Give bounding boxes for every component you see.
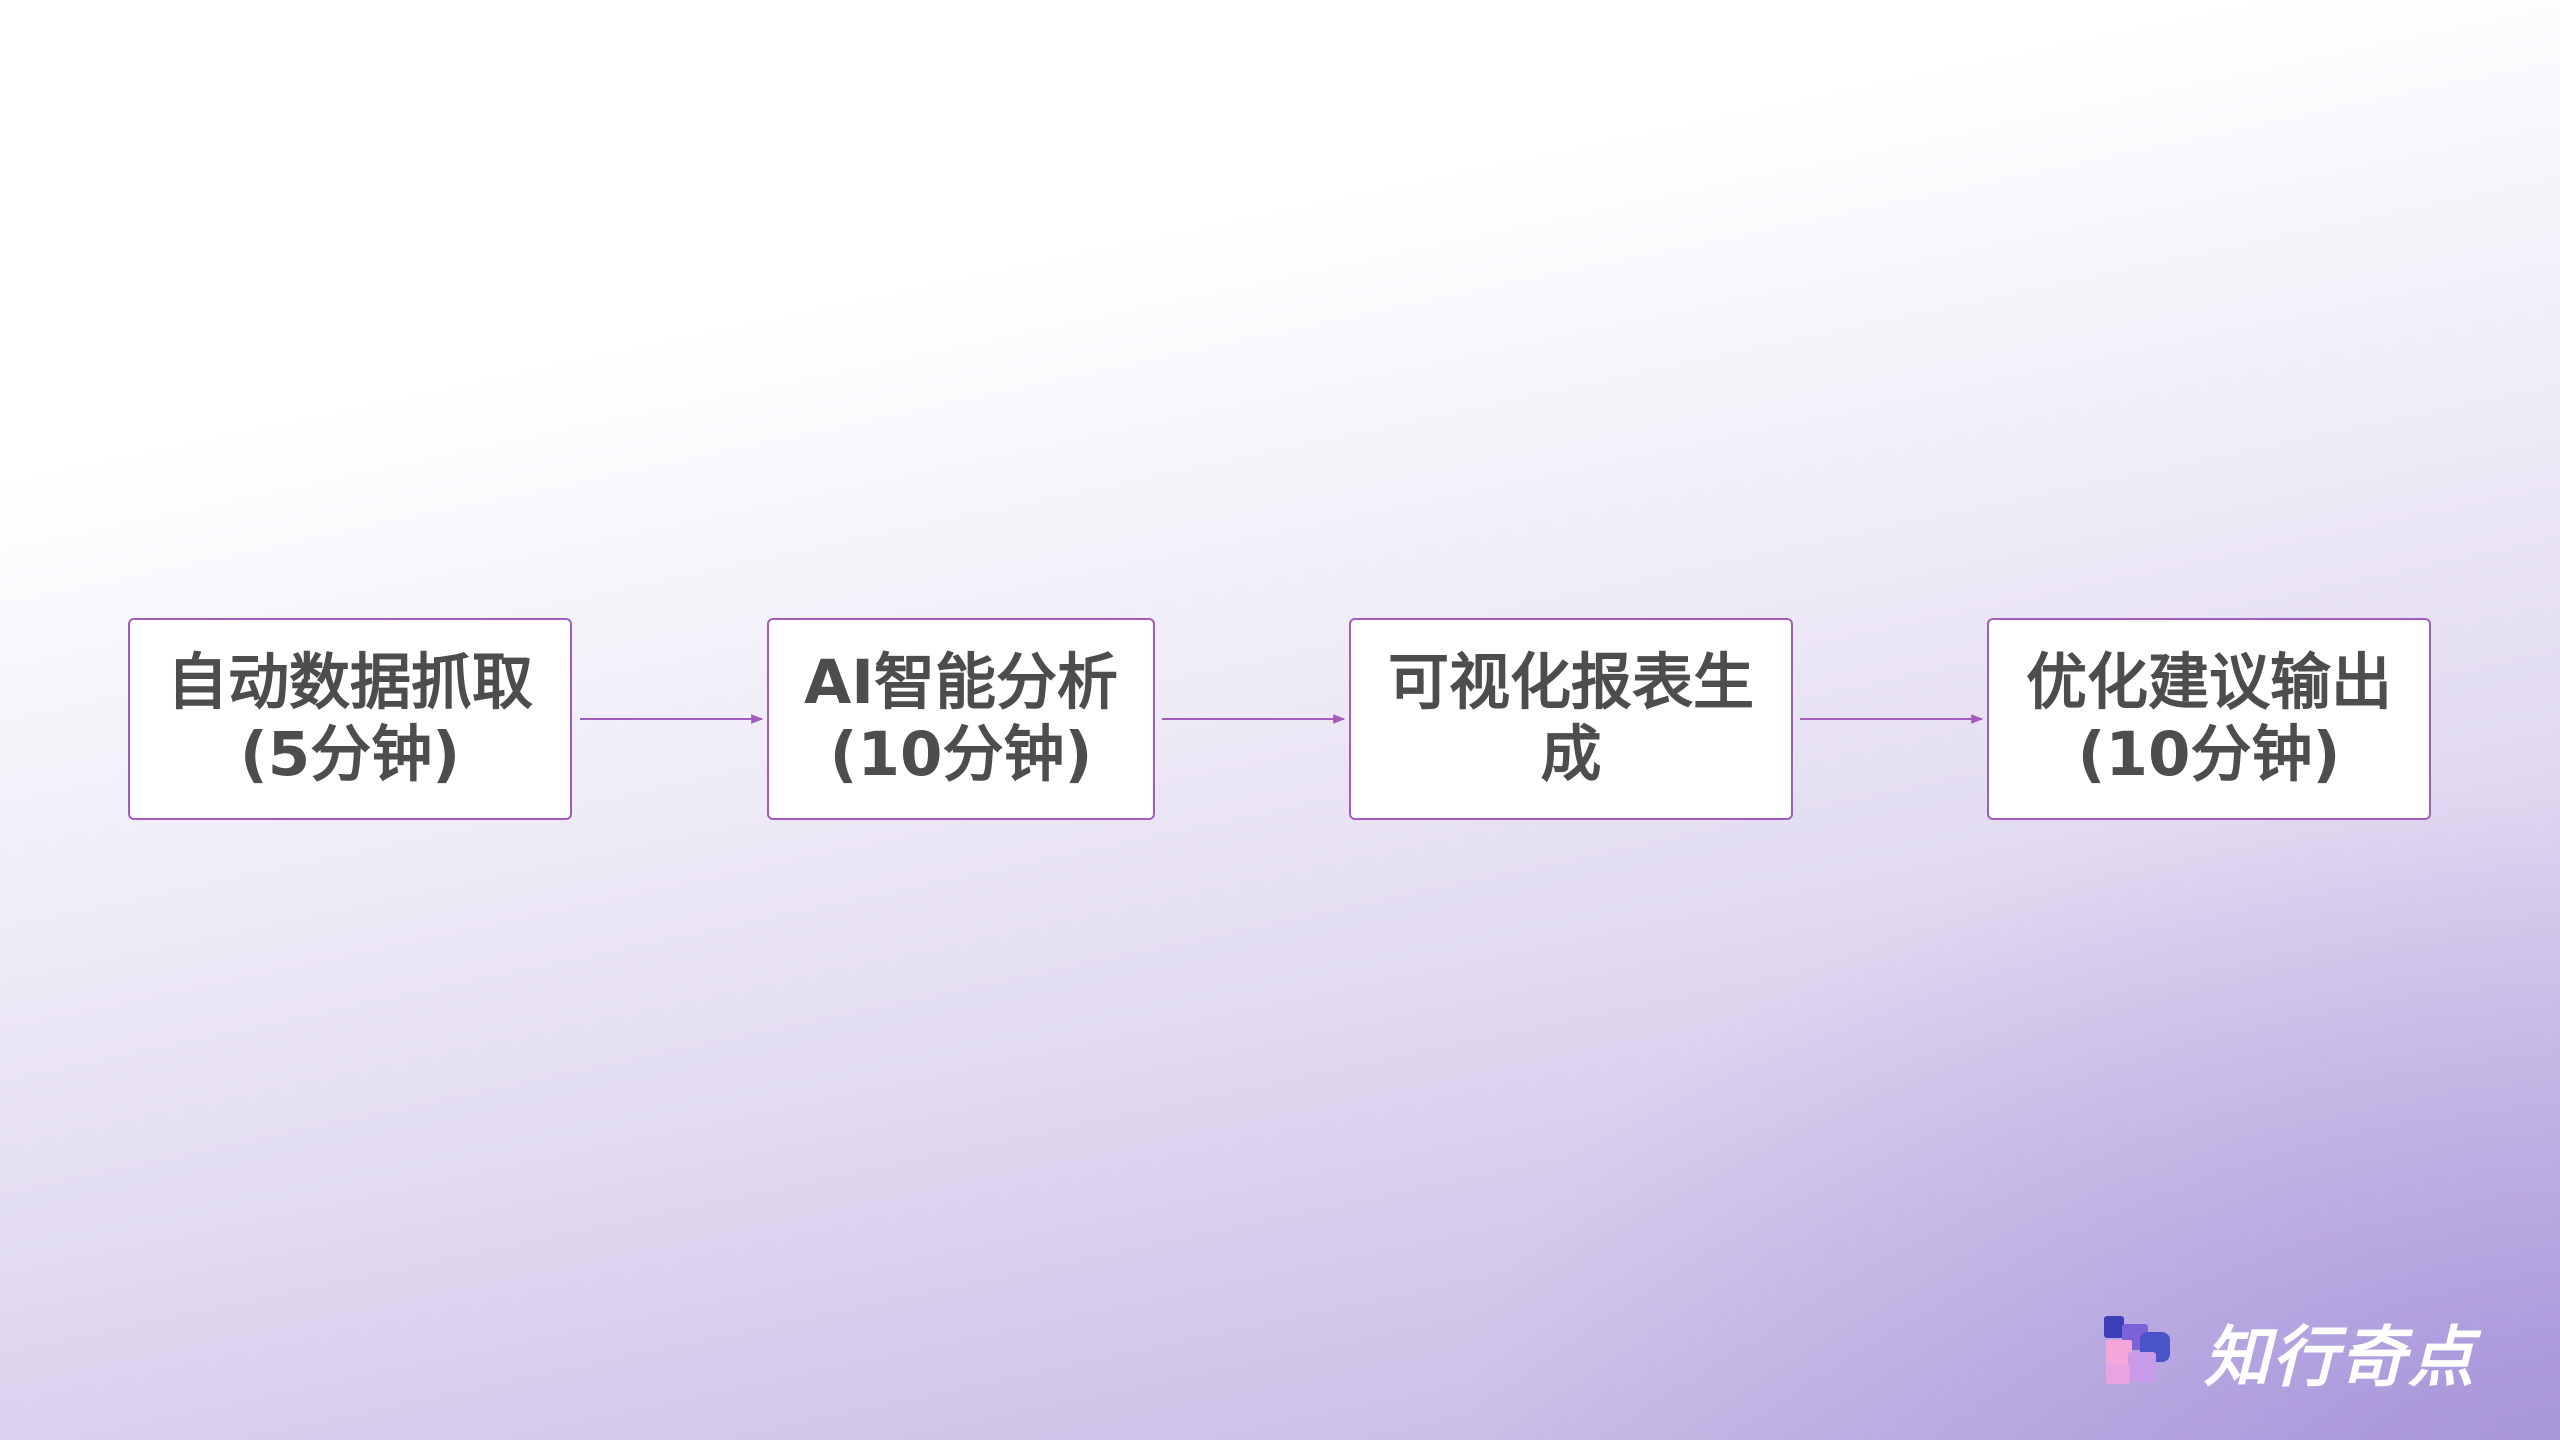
step-title: AI智能分析	[804, 647, 1118, 718]
step-title: 可视化报表生	[1387, 647, 1754, 718]
brand-logo: 知行奇点	[2100, 1312, 2476, 1396]
step-title-continued: 成	[1540, 719, 1602, 790]
step-box-ai-analysis: AI智能分析 (10分钟)	[767, 618, 1155, 820]
step-box-report-generation: 可视化报表生 成	[1349, 618, 1793, 820]
step-title: 优化建议输出	[2025, 647, 2392, 718]
brand-name: 知行奇点	[2204, 1319, 2476, 1396]
step-box-suggestion-output: 优化建议输出 (10分钟)	[1987, 618, 2431, 820]
step-duration: (10分钟)	[2077, 719, 2341, 790]
step-title: 自动数据抓取	[166, 647, 533, 718]
step-duration: (5分钟)	[239, 719, 461, 790]
step-duration: (10分钟)	[829, 719, 1093, 790]
brand-logo-icon	[2104, 1316, 2170, 1384]
step-box-data-capture: 自动数据抓取 (5分钟)	[128, 618, 572, 820]
